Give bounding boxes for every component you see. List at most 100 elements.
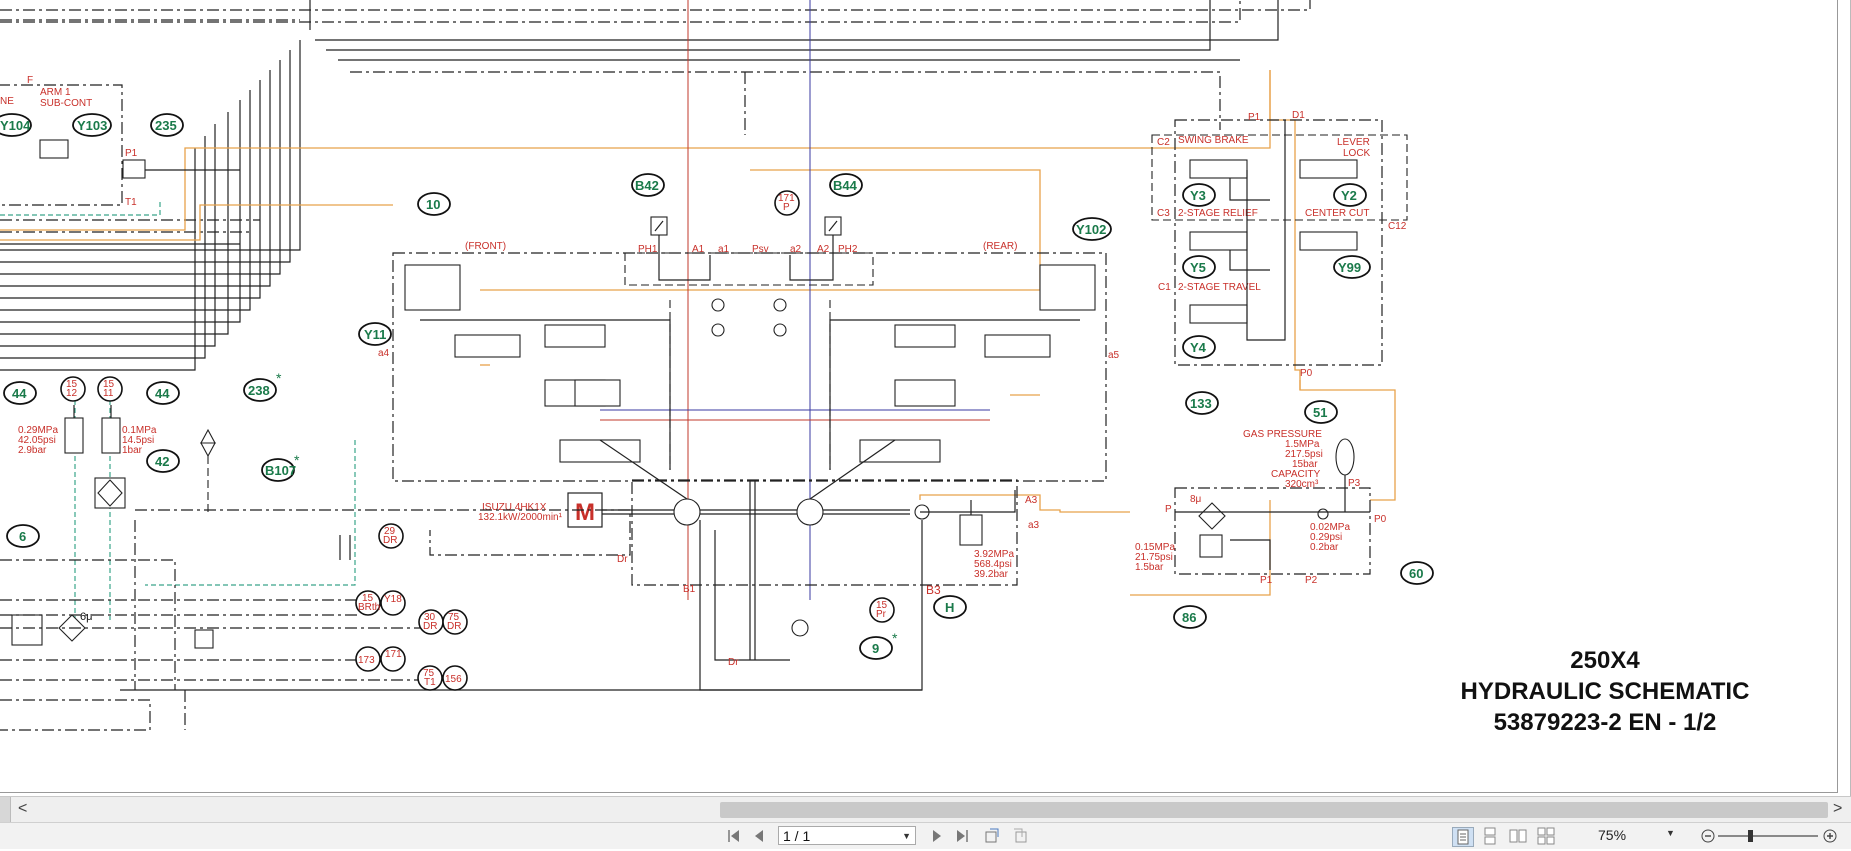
pump-engine-group: M ISUZU 4HK1X 132.1kW/2000min¹ Dr Dr B1 … <box>120 439 1040 691</box>
svg-text:1.5bar: 1.5bar <box>1135 562 1164 573</box>
motor-symbol: M <box>575 499 595 526</box>
last-page-button[interactable] <box>952 826 972 846</box>
next-page-button[interactable] <box>926 826 946 846</box>
svg-text:44: 44 <box>155 386 170 401</box>
back-view-button[interactable] <box>982 826 1002 846</box>
pressure-sensors <box>650 216 842 281</box>
tag-86: 86 <box>1173 605 1207 629</box>
single-page-view-button[interactable] <box>1452 827 1474 847</box>
tag-y99: Y99 <box>1333 255 1371 279</box>
two-page-view-button[interactable] <box>1508 827 1528 845</box>
svg-text:15: 15 <box>362 593 374 604</box>
svg-text:Y103: Y103 <box>77 118 107 133</box>
svg-text:1.5MPa: 1.5MPa <box>1285 439 1320 450</box>
svg-text:SWING BRAKE: SWING BRAKE <box>1178 135 1249 146</box>
svg-text:15bar: 15bar <box>1292 459 1318 470</box>
svg-text:14.5psi: 14.5psi <box>122 435 154 446</box>
svg-text:B42: B42 <box>635 178 659 193</box>
svg-text:Y4: Y4 <box>1190 340 1207 355</box>
tag-b44: B44 <box>829 173 863 197</box>
svg-text:217.5psi: 217.5psi <box>1285 449 1323 460</box>
continuous-view-button[interactable] <box>1480 827 1500 845</box>
svg-text:B107: B107 <box>265 463 296 478</box>
scroll-thumb[interactable] <box>720 802 1828 818</box>
tag-y104: Y104 <box>0 113 32 137</box>
page-dropdown-icon[interactable]: ▼ <box>902 831 911 841</box>
svg-text:P0: P0 <box>1374 514 1387 525</box>
forward-view-icon <box>1014 828 1027 843</box>
tag-y102: Y102 <box>1072 217 1112 241</box>
svg-text:D1: D1 <box>1292 110 1305 121</box>
svg-text:Pr: Pr <box>876 609 887 620</box>
svg-text:235: 235 <box>155 118 177 133</box>
ref-171-t: 171 <box>380 646 406 672</box>
svg-text:*: * <box>892 630 898 646</box>
svg-text:42: 42 <box>155 454 169 469</box>
tag-9: 9 <box>859 636 893 660</box>
svg-text:C3: C3 <box>1157 208 1170 219</box>
svg-text:0.15MPa: 0.15MPa <box>1135 542 1175 553</box>
scroll-right-arrow[interactable]: > <box>1833 800 1843 817</box>
svg-text:11: 11 <box>103 388 114 399</box>
continuous-page-icon <box>1484 827 1496 845</box>
tag-h: H <box>933 595 967 619</box>
zoom-dropdown-icon[interactable]: ▼ <box>1666 828 1675 838</box>
tag-y5: Y5 <box>1182 255 1216 279</box>
tag-6: 6 <box>6 524 40 548</box>
svg-text:T1: T1 <box>125 197 137 208</box>
zoom-slider[interactable] <box>1700 829 1840 843</box>
svg-text:a3: a3 <box>1028 520 1040 531</box>
svg-text:0.02MPa: 0.02MPa <box>1310 522 1350 533</box>
two-page-icon <box>1509 829 1527 843</box>
svg-text:Y102: Y102 <box>1076 222 1106 237</box>
svg-text:1bar: 1bar <box>122 445 143 456</box>
svg-text:LEVER: LEVER <box>1337 137 1370 148</box>
svg-text:2-STAGE TRAVEL: 2-STAGE TRAVEL <box>1178 282 1261 293</box>
svg-text:Y3: Y3 <box>1190 188 1206 203</box>
ref-156: 156 <box>442 665 468 691</box>
svg-text:P: P <box>783 202 790 213</box>
svg-text:C2: C2 <box>1157 137 1170 148</box>
horizontal-scrollbar[interactable]: < > <box>0 796 1851 823</box>
tag-b107: B107 <box>261 458 296 482</box>
previous-page-icon <box>755 830 763 842</box>
svg-text:Y11: Y11 <box>364 327 386 342</box>
svg-text:Y104: Y104 <box>0 118 31 133</box>
arm-subcont-box: ARM 1 SUB-CONT NE F P1 T1 <box>0 75 240 208</box>
tag-235: 235 <box>150 113 184 137</box>
solenoid-valve-block: P1 D1 C2 C3 C1 C12 SWING BRAKE LEVER LOC… <box>1151 110 1408 390</box>
svg-text:BRth: BRth <box>358 602 380 613</box>
teal-drain-lines <box>0 200 356 620</box>
svg-text:51: 51 <box>1313 405 1327 420</box>
two-page-continuous-button[interactable] <box>1536 827 1556 845</box>
forward-view-button[interactable] <box>1010 826 1030 846</box>
svg-text:*: * <box>294 452 300 468</box>
svg-text:0.1MPa: 0.1MPa <box>122 425 157 436</box>
scroll-left-arrow[interactable]: < <box>18 800 28 817</box>
svg-text:15: 15 <box>66 379 78 390</box>
svg-text:CAPACITY: CAPACITY <box>1271 469 1321 480</box>
svg-text:a4: a4 <box>378 348 390 359</box>
svg-text:29: 29 <box>384 526 396 537</box>
pilot-filter-group: GAS PRESSURE 1.5MPa 217.5psi 15bar CAPAC… <box>1135 429 1387 586</box>
tag-y2: Y2 <box>1333 183 1367 207</box>
page-number-value: 1 / 1 <box>783 828 811 844</box>
single-page-icon <box>1457 829 1469 845</box>
ref-y18: Y18 <box>380 590 406 616</box>
back-view-icon <box>985 828 999 843</box>
zoom-level[interactable]: 75% <box>1598 827 1627 843</box>
svg-text:A2: A2 <box>817 244 830 255</box>
previous-page-button[interactable] <box>750 826 770 846</box>
svg-text:A1: A1 <box>692 244 705 255</box>
svg-text:GAS PRESSURE: GAS PRESSURE <box>1243 429 1322 440</box>
svg-text:a2: a2 <box>790 244 802 255</box>
svg-text:a5: a5 <box>1108 350 1120 361</box>
document-viewport[interactable]: .k{stroke:#222;stroke-width:1.2;fill:non… <box>0 0 1851 796</box>
svg-text:CENTER CUT: CENTER CUT <box>1305 208 1369 219</box>
page-number-field[interactable]: 1 / 1 ▼ <box>778 826 916 845</box>
first-page-button[interactable] <box>724 826 744 846</box>
svg-text:P1: P1 <box>1248 112 1261 123</box>
